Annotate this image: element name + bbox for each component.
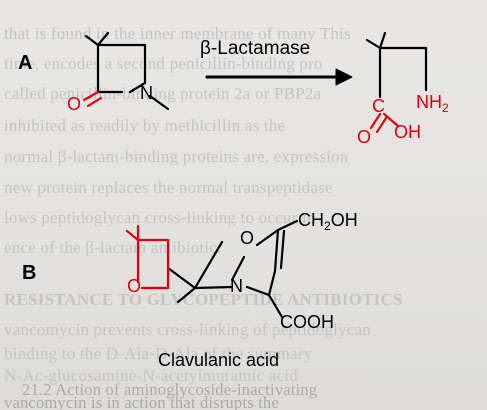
- reactant-nitrogen: N: [140, 83, 153, 103]
- background-text-line: called penicillin-binding protein 2a or …: [4, 84, 322, 103]
- compound-caption: Clavulanic acid: [158, 350, 280, 370]
- clavulanic-bonds: [166, 219, 299, 319]
- clavulanic-ring-oxygen: O: [240, 228, 255, 248]
- reactant-carbonyl-oxygen: O: [67, 94, 82, 114]
- background-text-line: normal β-lactam-binding proteins are, ex…: [4, 147, 349, 166]
- background-text-line: lows peptidoglycan cross-linking to occu…: [4, 208, 316, 227]
- clavulanic-nitrogen: N: [230, 276, 243, 296]
- background-text-line: new protein replaces the normal transpep…: [4, 178, 333, 197]
- background-text-line: inhibited as readily by methicillin as t…: [4, 116, 286, 135]
- product-carbonyl-oxygen: O: [357, 127, 372, 147]
- product-bonds: [365, 31, 428, 99]
- clavulanic-hydroxymethyl: CH2OH: [298, 210, 358, 233]
- background-text-line: binding to the D-Ala-D-Ala of the summar…: [4, 344, 313, 363]
- product-hydroxyl: OH: [394, 122, 421, 142]
- reactant-bonds: [84, 31, 170, 111]
- panel-a-label: A: [18, 52, 33, 74]
- background-figure-caption: 21.2 Action of aminoglycoside-inactivati…: [22, 380, 318, 399]
- product-carbon: C: [372, 96, 385, 116]
- background-text-line: vancomycin prevents cross-linking of pep…: [4, 320, 371, 339]
- background-text-line: vancomycin is in action that disrupts th…: [4, 393, 279, 410]
- clavulanic-carbonyl-oxygen: O: [127, 276, 142, 296]
- reaction-arrow: [205, 68, 353, 86]
- product-amine: NH2: [416, 92, 449, 115]
- enzyme-label: β-Lactamase: [200, 38, 311, 59]
- background-text-line: N-Ac-glucosamine-N-acetylmuramic acid: [4, 366, 298, 385]
- clavulanic-carboxyl: COOH: [280, 312, 334, 332]
- panel-b-label: B: [22, 262, 37, 284]
- reactant-red-bonds: [82, 90, 103, 108]
- clavulanic-red-bonds: [125, 224, 170, 290]
- product-red-bonds: [369, 112, 400, 134]
- background-text-line: time, encodes a second penicillin-bindin…: [4, 54, 323, 73]
- background-text-heading: RESISTANCE TO GLYCOPEPTIDE ANTIBIOTICS: [4, 290, 403, 309]
